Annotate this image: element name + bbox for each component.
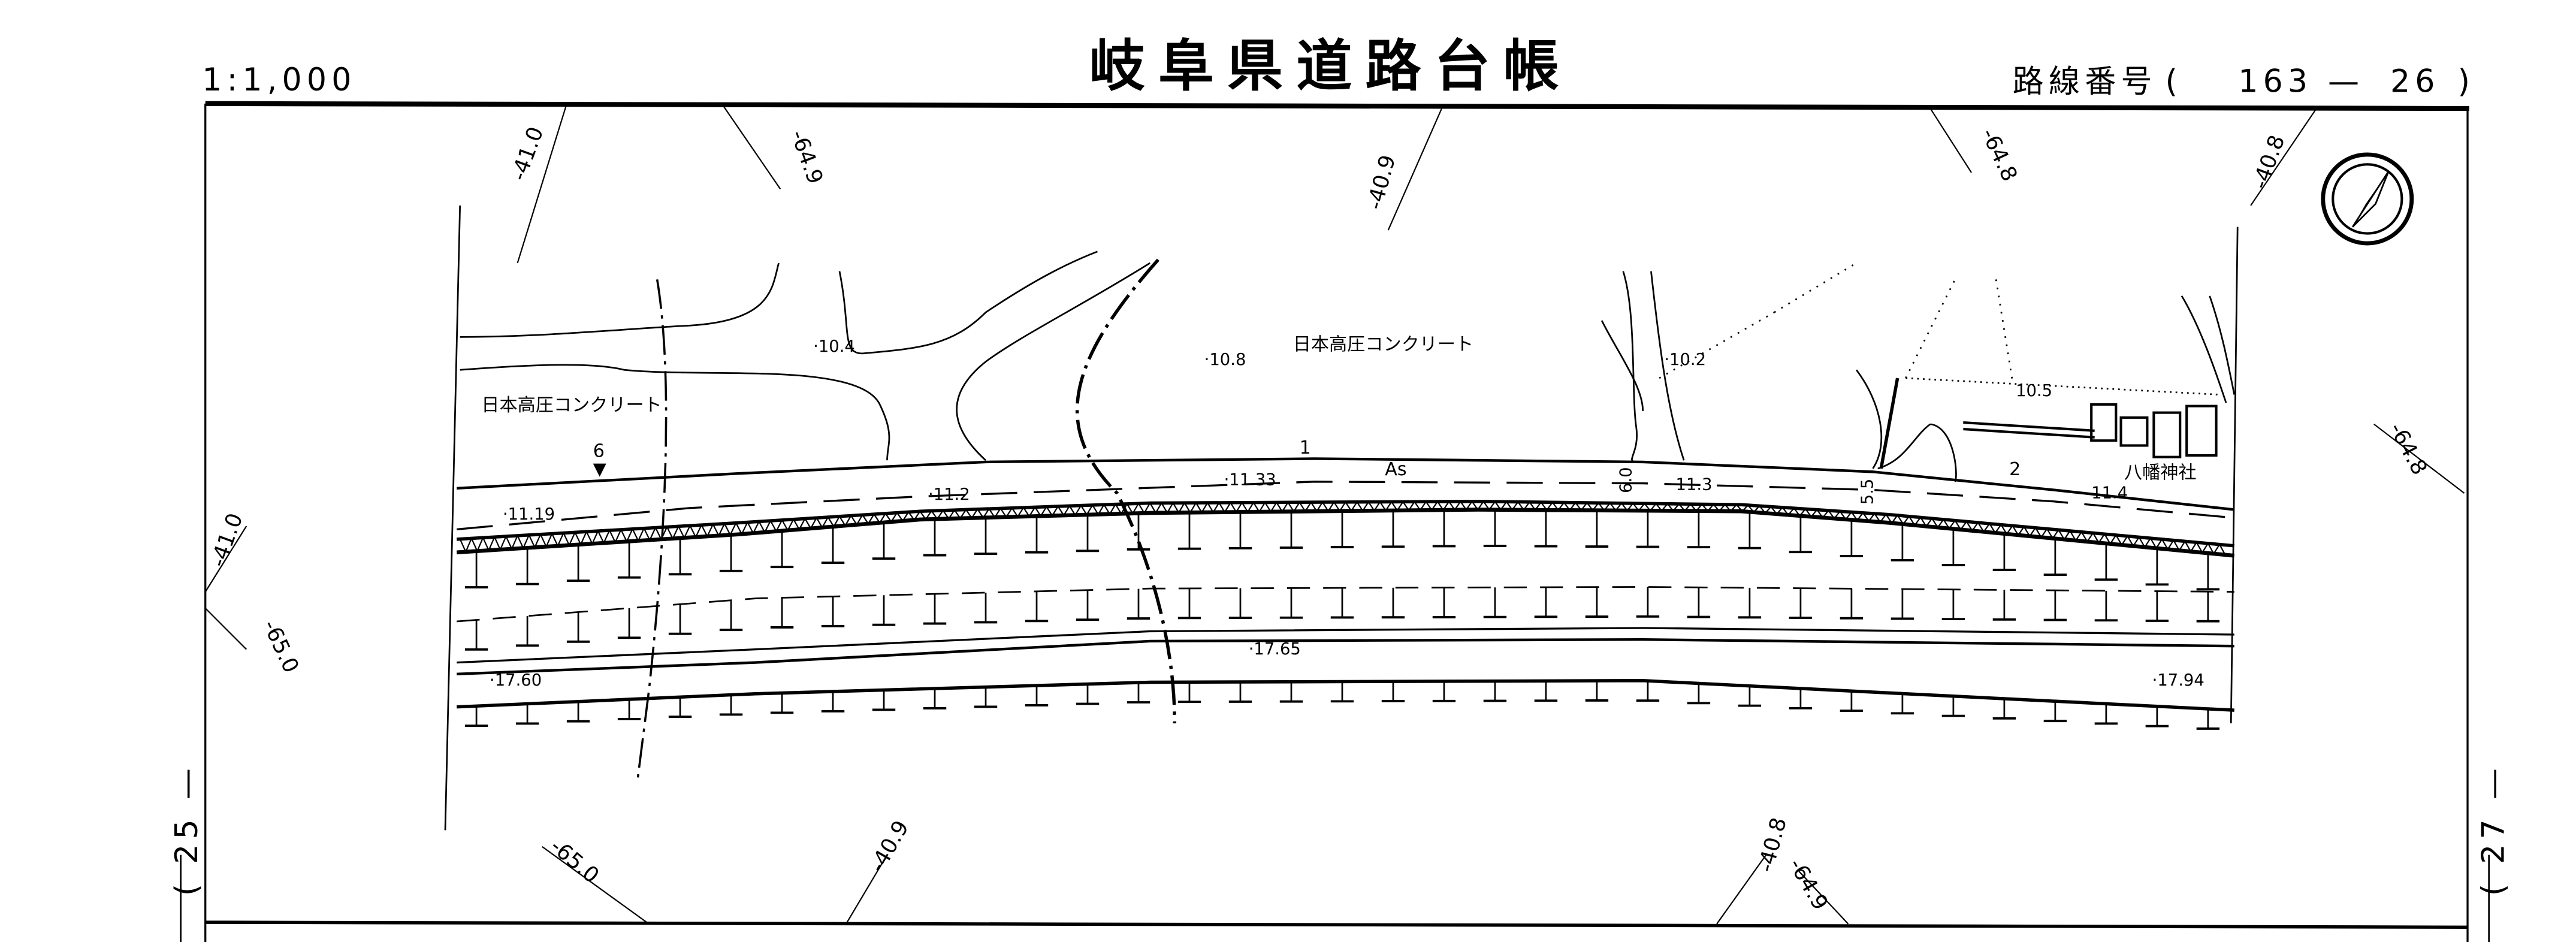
grid-coordinate-label: -64.9 [1784,855,1833,914]
road-width: 5.5 [1859,479,1877,505]
grid-line [1798,871,1849,925]
grid-coordinate-label: -64.8 [1976,125,2022,185]
parcel-boundaries [460,250,2236,781]
grid-coordinate-label: -64.9 [786,127,828,188]
spot-height: ·11.33 [1224,470,1276,489]
spot-height: ·17.94 [2152,671,2204,690]
road-width: 6.0 [1617,467,1636,493]
spot-height: ·11.19 [503,505,555,524]
map-labels: 日本高圧コンクリート 日本高圧コンクリート 八幡神社 ·10.4 ·10.8 ·… [481,334,2204,690]
embankment-line [457,627,2234,664]
grid-line [1929,108,1972,173]
place-name: 日本高圧コンクリート [481,395,662,416]
road-plan [456,457,2235,730]
grid-line [845,855,888,925]
place-name-shrine: 八幡神社 [2124,462,2197,483]
station-marker: 6 [593,441,605,462]
road-edge-line [456,508,2235,558]
side-label-right: ( 27 — [2475,763,2511,896]
grid-coordinate-label: -40.8 [2248,132,2290,192]
grid-line [542,846,650,925]
grid-line [2250,108,2317,206]
spot-height: 11.3 [1676,476,1713,494]
grid-line [1387,106,1443,231]
route-dash: — [2328,64,2364,100]
grid-line [204,608,247,650]
grid-coordinate-label: -41.0 [206,510,247,570]
spot-height: ·10.4 [813,337,855,356]
route-number-b: 26 [2390,64,2440,100]
route-close: ) [2458,64,2475,100]
spot-height: ·10.8 [1204,351,1246,369]
guardrail-symbol [459,500,2226,555]
route-open: ( [2166,64,2183,100]
embankment-line [457,679,2234,712]
spot-height: ·10.2 [1664,351,1706,369]
station-marker: 2 [2009,459,2021,480]
embankment-line [457,638,2234,676]
road-edge-line [457,457,2234,511]
grid-coordinate-label: -40.9 [1363,152,1400,212]
place-name: 日本高圧コンクリート [1293,334,1473,355]
spot-height: ·17.65 [1249,640,1301,659]
grid-coordinate-label: -40.9 [865,816,914,876]
grid-line [2373,423,2465,494]
grid-line [204,526,247,593]
page-title: 岐阜県道路台帳 [1089,34,1572,99]
side-label-left: ( 25 — [169,763,205,896]
road-edge-line [457,500,2234,548]
grid-coordinate-label: -65.0 [258,616,303,677]
map-frame [180,101,2490,942]
scale-label: 1:1,000 [202,62,356,98]
grid-line [1716,854,1767,925]
station-marker: 1 [1300,437,1311,458]
embankment-line [457,586,2234,623]
north-arrow-icon [2321,152,2414,246]
grid-coordinate-label: -64.8 [2384,419,2432,479]
grid-line [517,103,567,264]
grid-coordinate-label: -65.0 [545,834,603,889]
grid-line [722,104,781,190]
surface-label: As [1385,459,1406,480]
spot-height: 10.5 [2016,382,2052,400]
route-label: 路線番号 [2013,64,2157,100]
route-number: 路線番号 ( 163 — 26 ) [2013,64,2475,100]
station-triangle-icon [593,463,606,477]
spot-height: ·17.60 [490,671,542,690]
route-number-a: 163 [2238,64,2312,100]
spot-height: 11.4 [2091,484,2128,502]
road-center-line [457,481,2234,531]
grid-coordinate-label: -41.0 [506,123,548,184]
spot-height: ·11.2 [928,485,970,504]
